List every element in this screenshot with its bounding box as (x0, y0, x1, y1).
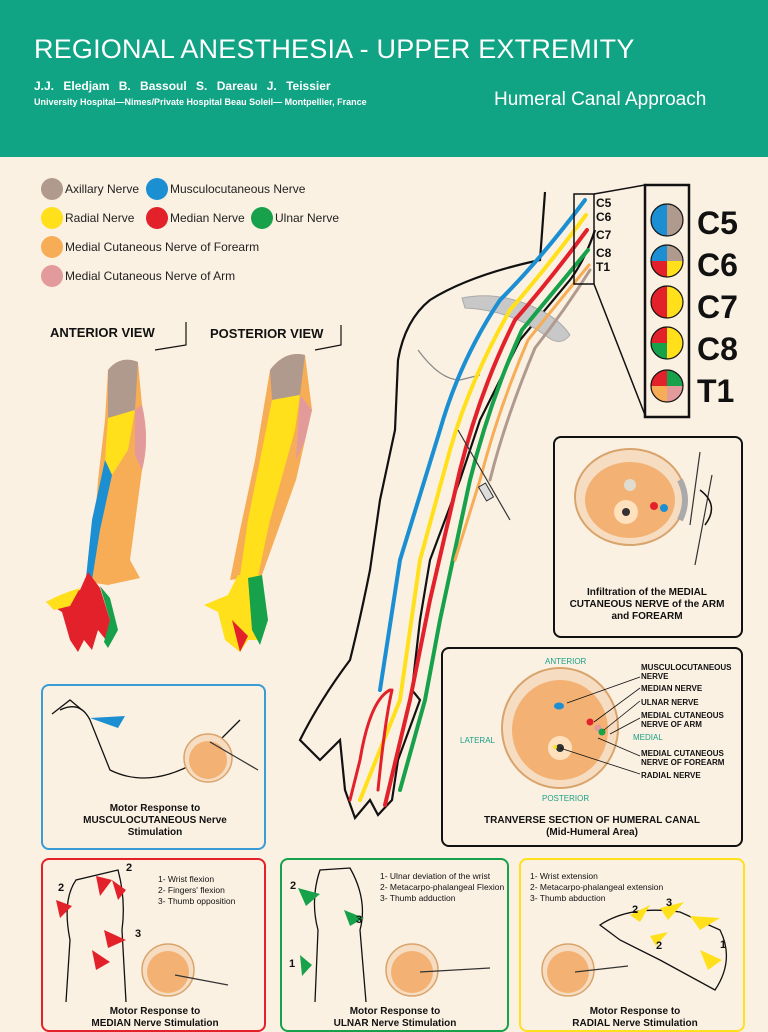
median-step-2: 2- Fingers' flexion (158, 885, 225, 895)
legend-musculocutaneous: Musculocutaneous Nerve (146, 178, 305, 200)
label-ulnar: ULNAR NERVE (641, 698, 699, 707)
median-step-3: 3- Thumb opposition (158, 896, 236, 906)
radial-caption-sub: RADIAL Nerve Stimulation (572, 1018, 698, 1029)
radial-step-3: 3- Thumb abduction (530, 893, 606, 903)
root-c7: C7 (697, 289, 738, 325)
ulnar-num-c: 1 (289, 958, 296, 970)
ulnar-step-2: 2- Metacarpo-phalangeal Flexion (380, 882, 505, 892)
label-lateral: LATERAL (460, 736, 495, 745)
legend-mc-forearm: Medial Cutaneous Nerve of Forearm (41, 236, 259, 258)
posterior-view-label: POSTERIOR VIEW (210, 326, 324, 341)
root-t1: T1 (697, 373, 735, 409)
radial-num-a: 2 (632, 904, 639, 916)
radial-num-d: 1 (720, 939, 727, 951)
ulnar-steps: 1- Ulnar deviation of the wrist 2- Metac… (380, 871, 504, 904)
nerve-bundle (348, 198, 592, 807)
root-c5: C5 (697, 205, 738, 241)
median-num-a: 2 (58, 882, 65, 894)
transverse-caption: TRANVERSE SECTION OF HUMERAL CANAL (Mid-… (452, 815, 732, 839)
legend-label: Axillary Nerve (65, 182, 140, 196)
radial-caption-main: Motor Response to (589, 1006, 681, 1017)
root-c6: C6 (697, 247, 738, 283)
radial-num-b: 3 (666, 897, 673, 909)
median-caption-main: Motor Response to (109, 1006, 201, 1017)
authors: J.J. Eledjam B. Bassoul S. Dareau J. Tei… (34, 79, 331, 93)
affiliation: University Hospital—Nimes/Private Hospit… (34, 97, 367, 107)
label-radial: RADIAL NERVE (641, 771, 701, 780)
label-mc-forearm: MEDIAL CUTANEOUS NERVE OF FOREARM (641, 749, 725, 767)
posterior-arm-map (204, 354, 312, 652)
label-musculocutaneous: MUSCULOCUTANEOUS NERVE (641, 663, 732, 681)
musculocutaneous-caption: Motor Response to MUSCULOCUTANEOUS Nerve… (83, 803, 227, 838)
large-root-labels: C5 C6 C7 C8 T1 (697, 202, 738, 412)
transverse-caption-main: TRANVERSE SECTION OF HUMERAL CANAL (484, 815, 700, 826)
label-median: MEDIAN NERVE (641, 684, 703, 693)
transverse-section-panel (441, 647, 743, 847)
radial-step-2: 2- Metacarpo-phalangeal extension (530, 882, 664, 892)
small-root-labels: C5 C6 C7 C8 T1 (596, 196, 611, 274)
median-num-c: 3 (135, 928, 142, 940)
small-root-c6: C6 (596, 210, 612, 224)
legend-median: Median Nerve (146, 207, 245, 229)
root-circles (650, 203, 684, 403)
legend-swatch (41, 178, 63, 200)
label-anterior: ANTERIOR (545, 657, 587, 666)
small-root-c8: C8 (596, 246, 612, 260)
ulnar-num-a: 2 (290, 880, 297, 892)
anterior-arm-map (46, 359, 146, 652)
legend-axillary: Axillary Nerve (41, 178, 139, 200)
header-banner: REGIONAL ANESTHESIA - UPPER EXTREMITY J.… (0, 0, 768, 157)
small-root-c7: C7 (596, 228, 612, 242)
anterior-view-label: ANTERIOR VIEW (50, 325, 155, 340)
legend-label: Medial Cutaneous Nerve of Arm (65, 269, 236, 283)
legend-radial: Radial Nerve (41, 207, 134, 229)
radial-step-1: 1- Wrist extension (530, 871, 598, 881)
transverse-caption-sub: (Mid-Humeral Area) (546, 827, 638, 838)
median-step-1: 1- Wrist flexion (158, 874, 215, 884)
ulnar-caption: Motor Response to ULNAR Nerve Stimulatio… (300, 1006, 490, 1030)
legend-swatch (146, 207, 168, 229)
legend-swatch (146, 178, 168, 200)
radial-num-c: 2 (656, 940, 663, 952)
small-root-c5: C5 (596, 196, 612, 210)
median-steps: 1- Wrist flexion 2- Fingers' flexion 3- … (158, 874, 235, 907)
legend-label: Ulnar Nerve (275, 211, 340, 225)
legend-ulnar: Ulnar Nerve (251, 207, 339, 229)
legend-label: Musculocutaneous Nerve (170, 182, 306, 196)
ulnar-step-3: 3- Thumb adduction (380, 893, 456, 903)
ulnar-step-1: 1- Ulnar deviation of the wrist (380, 871, 491, 881)
median-caption: Motor Response to MEDIAN Nerve Stimulati… (60, 1006, 250, 1030)
legend-swatch (41, 236, 63, 258)
legend-label: Radial Nerve (65, 211, 135, 225)
ulnar-num-b: 3 (356, 914, 363, 926)
label-posterior: POSTERIOR (542, 794, 590, 803)
legend-label: Median Nerve (170, 211, 245, 225)
label-medial: MEDIAL (633, 733, 663, 742)
radial-steps: 1- Wrist extension 2- Metacarpo-phalange… (530, 871, 663, 904)
page-subtitle: Humeral Canal Approach (494, 89, 707, 110)
legend-swatch (41, 207, 63, 229)
page-title: REGIONAL ANESTHESIA - UPPER EXTREMITY (34, 34, 635, 64)
median-num-b: 2 (126, 862, 133, 874)
infiltration-panel (553, 436, 743, 638)
legend-swatch (251, 207, 273, 229)
radial-caption: Motor Response to RADIAL Nerve Stimulati… (540, 1006, 730, 1030)
infiltration-caption: Infiltration of the MEDIAL CUTANEOUS NER… (569, 587, 725, 622)
musculocutaneous-panel (41, 684, 266, 850)
legend-label: Medial Cutaneous Nerve of Forearm (65, 240, 260, 254)
ulnar-caption-main: Motor Response to (349, 1006, 441, 1017)
median-caption-sub: MEDIAN Nerve Stimulation (91, 1018, 219, 1029)
legend-swatch (41, 265, 63, 287)
ulnar-caption-sub: ULNAR Nerve Stimulation (333, 1018, 457, 1029)
legend-mc-arm: Medial Cutaneous Nerve of Arm (41, 265, 235, 287)
label-mc-arm: MEDIAL CUTANEOUS NERVE OF ARM (641, 711, 724, 729)
root-c8: C8 (697, 331, 738, 367)
small-root-t1: T1 (596, 260, 611, 274)
